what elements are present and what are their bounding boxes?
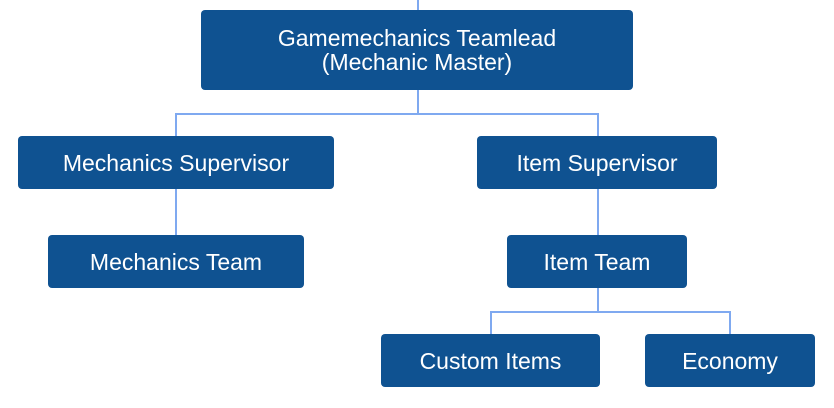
connector-to-economy (729, 311, 731, 334)
connector-to-custom-items (490, 311, 492, 334)
node-title-line1: Gamemechanics Teamlead (277, 25, 557, 51)
connector-root-incoming (417, 0, 419, 10)
node-label: Economy (682, 347, 778, 374)
connector-item-team-horizontal (490, 311, 731, 313)
connector-to-item-supervisor (597, 113, 599, 136)
connector-root-down (417, 90, 419, 114)
node-label: Mechanics Supervisor (62, 149, 290, 176)
connector-item-supervisor-team (597, 189, 599, 235)
connector-to-mechanics-supervisor (175, 113, 177, 136)
node-gamemechanics-teamlead[interactable]: Gamemechanics Teamlead (Mechanic Master) (201, 10, 633, 90)
node-economy[interactable]: Economy (645, 334, 815, 387)
node-label: Item Supervisor (516, 149, 678, 176)
connector-root-horizontal (175, 113, 599, 115)
node-custom-items[interactable]: Custom Items (381, 334, 600, 387)
connector-mechanics-supervisor-team (175, 189, 177, 235)
node-label: Item Team (543, 248, 651, 275)
node-mechanics-supervisor[interactable]: Mechanics Supervisor (18, 136, 334, 189)
node-title-line2: (Mechanic Master) (321, 49, 513, 75)
node-item-supervisor[interactable]: Item Supervisor (477, 136, 717, 189)
node-mechanics-team[interactable]: Mechanics Team (48, 235, 304, 288)
node-label: Custom Items (419, 347, 562, 374)
node-label: Mechanics Team (89, 248, 263, 275)
node-item-team[interactable]: Item Team (507, 235, 687, 288)
connector-item-team-down (597, 288, 599, 312)
